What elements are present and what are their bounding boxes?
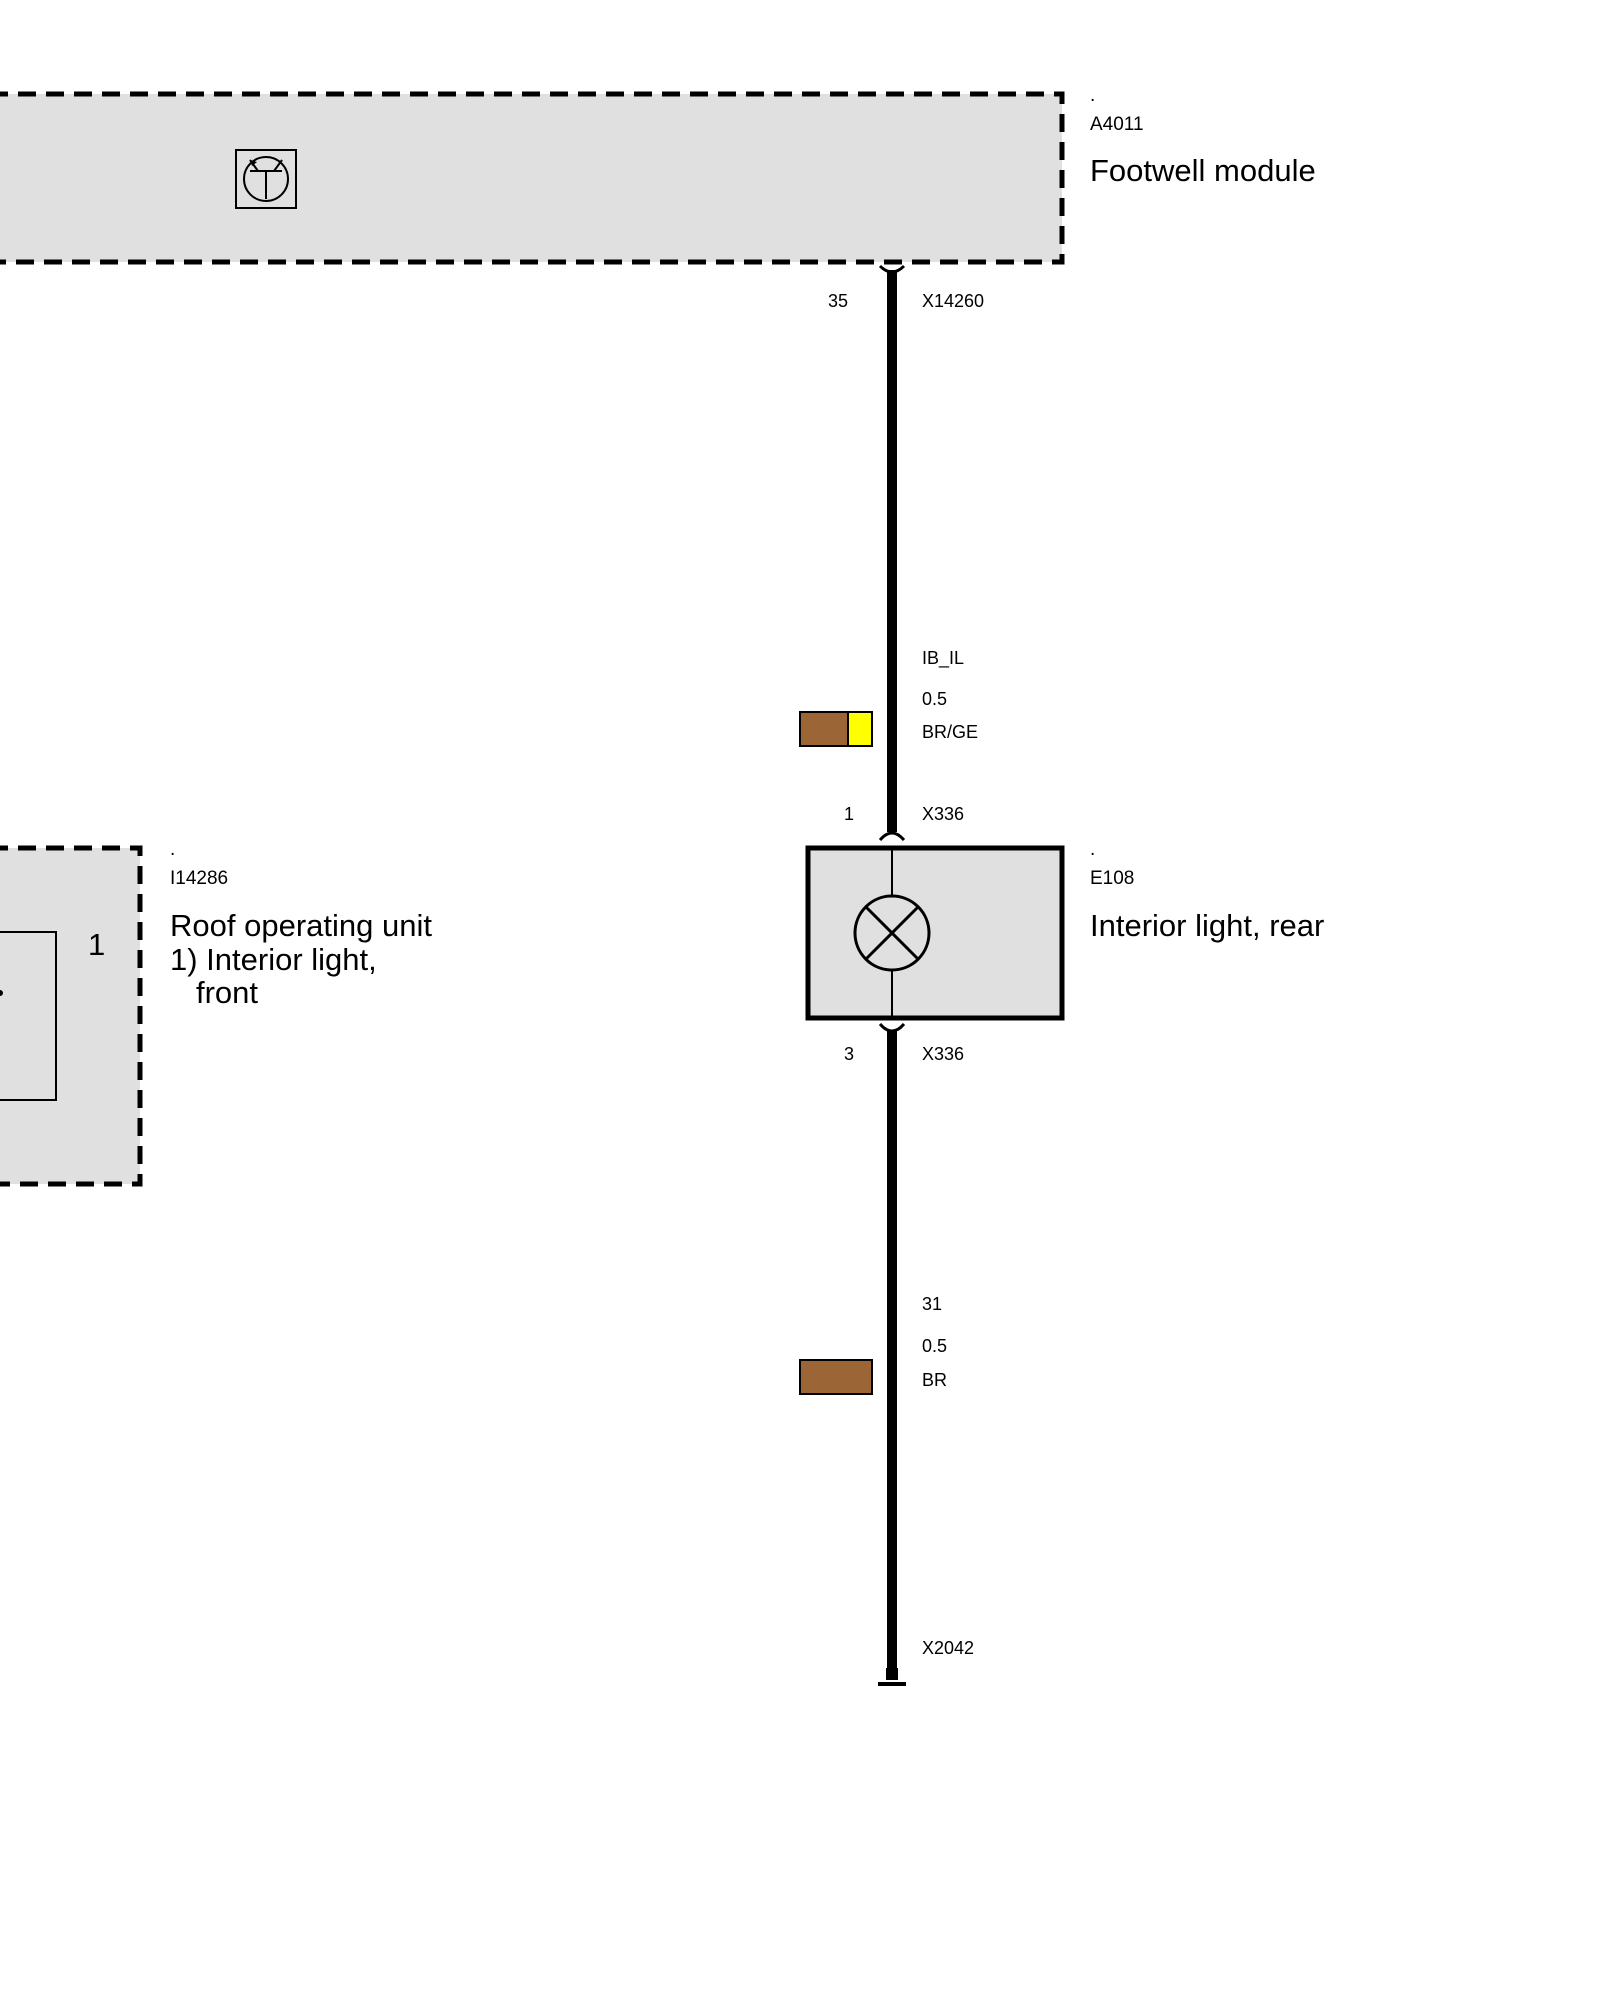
connector-x336-in-pin: 1 [844,804,854,824]
roof-unit-terminal-icon [0,990,3,996]
interior-light-rear-dot: . [1090,839,1095,860]
roof-unit-dot: . [170,839,175,860]
footwell-module-name: Footwell module [1090,153,1316,188]
connector-x2042-id: X2042 [922,1638,974,1658]
connector-x14260: 35 X14260 [828,264,984,311]
wire-upper-signal: IB_IL [922,648,964,669]
roof-operating-unit: 1 . I14286 Roof operating unit 1) Interi… [0,839,432,1187]
connector-x2042: X2042 [878,1638,974,1686]
roof-unit-pin: 1 [88,927,105,962]
interior-light-rear-name: Interior light, rear [1090,908,1324,943]
roof-unit-id: I14286 [170,868,228,889]
connector-x336-in: 1 X336 [844,804,964,842]
footwell-module-dot: . [1090,85,1095,106]
transistor-icon [235,149,297,209]
connector-x336-out-pin: 3 [844,1044,854,1064]
footwell-module: . A4011 Footwell module [0,85,1316,265]
wire-lower-gauge: 0.5 [922,1336,947,1356]
interior-light-rear-box [805,845,1065,1021]
wire-upper-gauge: 0.5 [922,689,947,709]
roof-unit-name-line2: 1) Interior light, [170,942,377,977]
roof-unit-name-line3: front [196,975,258,1010]
wire-upper-color: BR/GE [922,722,978,742]
connector-x14260-id: X14260 [922,291,984,311]
wire-lower-color-swatch [799,1359,873,1395]
footwell-module-box [0,91,1065,265]
ground-terminal-icon [886,1668,898,1680]
connector-x336-in-id: X336 [922,804,964,824]
connector-x336-out: 3 X336 [844,1022,964,1064]
interior-light-rear: . E108 Interior light, rear [805,839,1324,1021]
footwell-module-id: A4011 [1090,114,1144,135]
wire-lower-labels: 31 0.5 BR [922,1294,947,1390]
lamp-icon [853,894,931,972]
roof-unit-inner-box [0,931,57,1101]
wire-lower-signal: 31 [922,1294,942,1314]
roof-unit-name-line1: Roof operating unit [170,908,432,943]
wire-upper-color-swatch [799,711,873,747]
connector-x14260-pin: 35 [828,291,848,311]
wire-upper-labels: IB_IL 0.5 BR/GE [922,648,978,742]
interior-light-rear-id: E108 [1090,868,1134,889]
connector-x336-out-id: X336 [922,1044,964,1064]
wire-lower-color: BR [922,1370,947,1390]
